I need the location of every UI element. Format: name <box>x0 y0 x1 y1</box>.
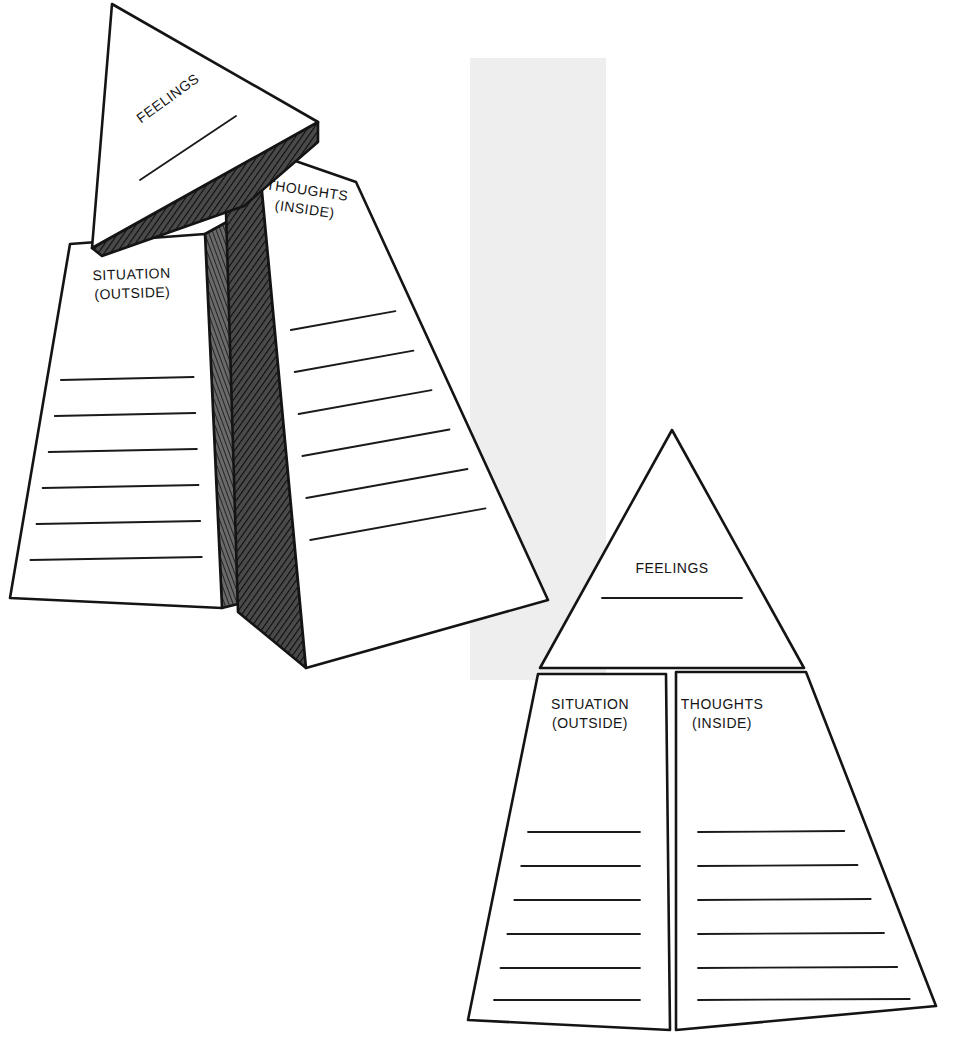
pyramid-block: SITUATION (OUTSIDE) <box>6 214 242 614</box>
write-in-line <box>295 351 414 372</box>
write-in-line <box>30 557 201 560</box>
write-in-line <box>494 999 640 1001</box>
write-in-line <box>299 390 432 414</box>
write-in-line <box>602 597 742 599</box>
write-in-line <box>698 899 871 900</box>
write-in-line <box>521 865 640 867</box>
pyramid-block: THOUGHTS (INSIDE) <box>670 666 940 1034</box>
triangle-block-face <box>540 430 804 668</box>
write-in-line <box>140 116 236 180</box>
label-holder: THOUGHTS (INSIDE) <box>674 695 770 733</box>
block-outline <box>222 142 554 674</box>
write-in-line <box>698 933 884 934</box>
write-in-line <box>306 469 467 498</box>
write-in-line <box>698 831 844 832</box>
write-in-line <box>698 967 897 968</box>
block-label: FEELINGS <box>622 559 722 578</box>
block-label: THOUGHTS (INSIDE) <box>674 695 770 733</box>
write-in-line <box>698 999 910 1000</box>
block-outline <box>536 426 808 672</box>
write-in-line <box>698 865 858 866</box>
block-label: SITUATION (OUTSIDE) <box>81 263 182 304</box>
trapezoid-block-face <box>468 674 670 1030</box>
trapezoid-block-face <box>258 148 548 668</box>
write-in-line <box>49 449 197 452</box>
write-in-line <box>291 311 396 330</box>
trapezoid-block-face <box>10 234 222 608</box>
write-in-line <box>514 899 640 901</box>
write-in-line <box>302 430 449 457</box>
block-outline <box>84 0 326 268</box>
block-label: SITUATION (OUTSIDE) <box>540 695 640 733</box>
write-in-line <box>310 508 485 540</box>
pyramid-block: THOUGHTS (INSIDE) <box>222 142 554 674</box>
pyramid-block: FEELINGS <box>84 0 326 268</box>
write-in-line <box>528 831 640 833</box>
label-holder: FEELINGS <box>622 559 722 578</box>
write-in-line <box>61 377 194 380</box>
write-in-line <box>43 485 199 488</box>
pyramid-block: FEELINGS <box>536 426 808 672</box>
pyramid-block: SITUATION (OUTSIDE) <box>464 668 674 1034</box>
label-holder: SITUATION (OUTSIDE) <box>81 263 182 304</box>
write-in-line <box>507 933 640 935</box>
write-in-line <box>55 413 196 416</box>
label-holder: SITUATION (OUTSIDE) <box>540 695 640 733</box>
write-in-line <box>37 521 201 524</box>
write-in-line <box>501 967 641 969</box>
